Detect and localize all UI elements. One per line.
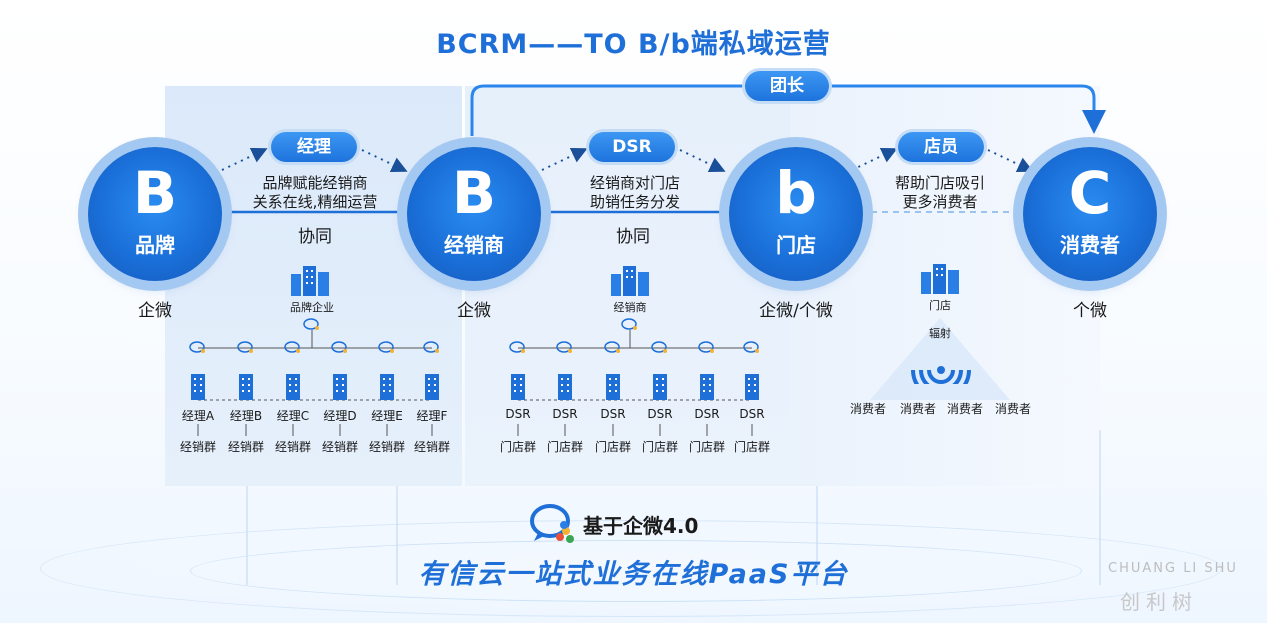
pill-clerk: 店员 [898,132,984,162]
wecom-chat-icon [556,341,572,353]
building-icon [291,266,329,296]
building-icon [286,374,300,400]
dealer-leaf-label: DSR [505,407,531,421]
store-radiate-label: 辐射 [929,327,951,340]
node-dealer: B 经销商 [407,147,541,281]
dealer-leaf-label: DSR [739,407,765,421]
wecom-chat-icon [743,341,759,353]
brand-tree-root: 品牌企业 [290,301,334,314]
wecom-chat-icon [423,341,439,353]
building-icon [558,374,572,400]
link-store-consumer-desc2: 更多消费者 [902,193,978,211]
dealer-tree-root: 经销商 [613,301,647,314]
dealer-group-label: 门店群 [546,440,583,454]
brand-group-label: 经销群 [179,440,216,454]
node-dealer-label: 经销商 [444,233,504,257]
store-tree-root: 门店 [929,299,951,312]
wecom-chat-icon [303,318,319,330]
wecom-chat-icon [378,341,394,353]
brand-group-label: 经销群 [321,440,358,454]
wecom-chat-icon [331,341,347,353]
dealer-group-label: 门店群 [688,440,725,454]
channel-consumer: 个微 [1073,301,1107,321]
node-store-letter: b [775,159,817,227]
link-brand-dealer-desc1: 品牌赋能经销商 [262,174,368,192]
brand-leaf-label: 经理A [181,409,215,423]
brand-leaf-label: 经理D [323,409,357,423]
dealer-leaf-label: DSR [600,407,626,421]
building-icon [611,266,649,296]
channel-dealer: 企微 [457,301,491,321]
page-title: BCRM——TO B/b端私域运营 [436,29,831,60]
consumer-label: 消费者 [849,402,886,416]
brand-leaf-label: 经理E [371,409,403,423]
wecom-chat-icon [189,341,205,353]
building-icon [653,374,667,400]
link-dealer-store-desc1: 经销商对门店 [589,174,680,192]
consumer-label: 消费者 [899,402,936,416]
dealer-group-label: 门店群 [733,440,770,454]
building-icon [333,374,347,400]
brand-group-label: 经销群 [227,440,264,454]
link-store-consumer-desc1: 帮助门店吸引 [894,174,985,192]
node-consumer: C 消费者 [1023,147,1157,281]
brand-leaf-label: 经理F [416,409,448,423]
building-icon [606,374,620,400]
link-dealer-store-collab: 协同 [616,227,650,247]
platform-title: 有信云一站式业务在线PaaS平台 [418,559,849,590]
link-dealer-store-desc2: 助销任务分发 [589,193,680,211]
wecom-logo-icon [530,504,574,543]
node-brand: B 品牌 [88,147,222,281]
brand-group-label: 经销群 [413,440,450,454]
node-brand-letter: B [132,159,178,227]
watermark-latin: CHUANG LI SHU [1108,561,1238,576]
wecom-chat-icon [604,341,620,353]
node-store: b 门店 [729,147,863,281]
node-brand-label: 品牌 [135,233,175,257]
building-icon [511,374,525,400]
channel-brand: 企微 [138,301,172,321]
wecom-chat-icon [237,341,253,353]
watermark-chinese: 创利树 [1120,590,1198,614]
dealer-leaf-label: DSR [694,407,720,421]
pill-dsr: DSR [589,132,675,162]
link-brand-dealer-desc2: 关系在线,精细运营 [252,193,378,211]
building-icon [191,374,205,400]
brand-leaf-label: 经理B [229,409,263,423]
node-store-label: 门店 [776,233,816,257]
brand-group-label: 经销群 [274,440,311,454]
brand-leaf-label: 经理C [276,409,310,423]
pill-manager: 经理 [271,132,357,162]
basis-label: 基于企微4.0 [583,514,699,538]
wecom-chat-icon [621,318,637,330]
node-consumer-label: 消费者 [1060,233,1120,257]
wecom-chat-icon [651,341,667,353]
dealer-group-label: 门店群 [594,440,631,454]
building-icon [921,264,959,294]
dealer-leaf-label: DSR [552,407,578,421]
building-icon [239,374,253,400]
dealer-leaf-label: DSR [647,407,673,421]
dealer-group-label: 门店群 [499,440,536,454]
building-icon [745,374,759,400]
radiate-icon [911,366,971,384]
platform-ellipse-inner [190,540,1082,602]
wecom-chat-icon [698,341,714,353]
building-icon [425,374,439,400]
dealer-group-label: 门店群 [641,440,678,454]
node-consumer-letter: C [1068,159,1112,227]
building-icon [700,374,714,400]
wecom-chat-icon [284,341,300,353]
node-dealer-letter: B [451,159,497,227]
wecom-chat-icon [509,341,525,353]
channel-store: 企微/个微 [759,301,833,321]
link-brand-dealer-collab: 协同 [298,227,332,247]
brand-group-label: 经销群 [368,440,405,454]
building-icon [380,374,394,400]
consumer-label: 消费者 [946,402,983,416]
consumer-label: 消费者 [994,402,1031,416]
pill-leader: 团长 [745,71,829,101]
